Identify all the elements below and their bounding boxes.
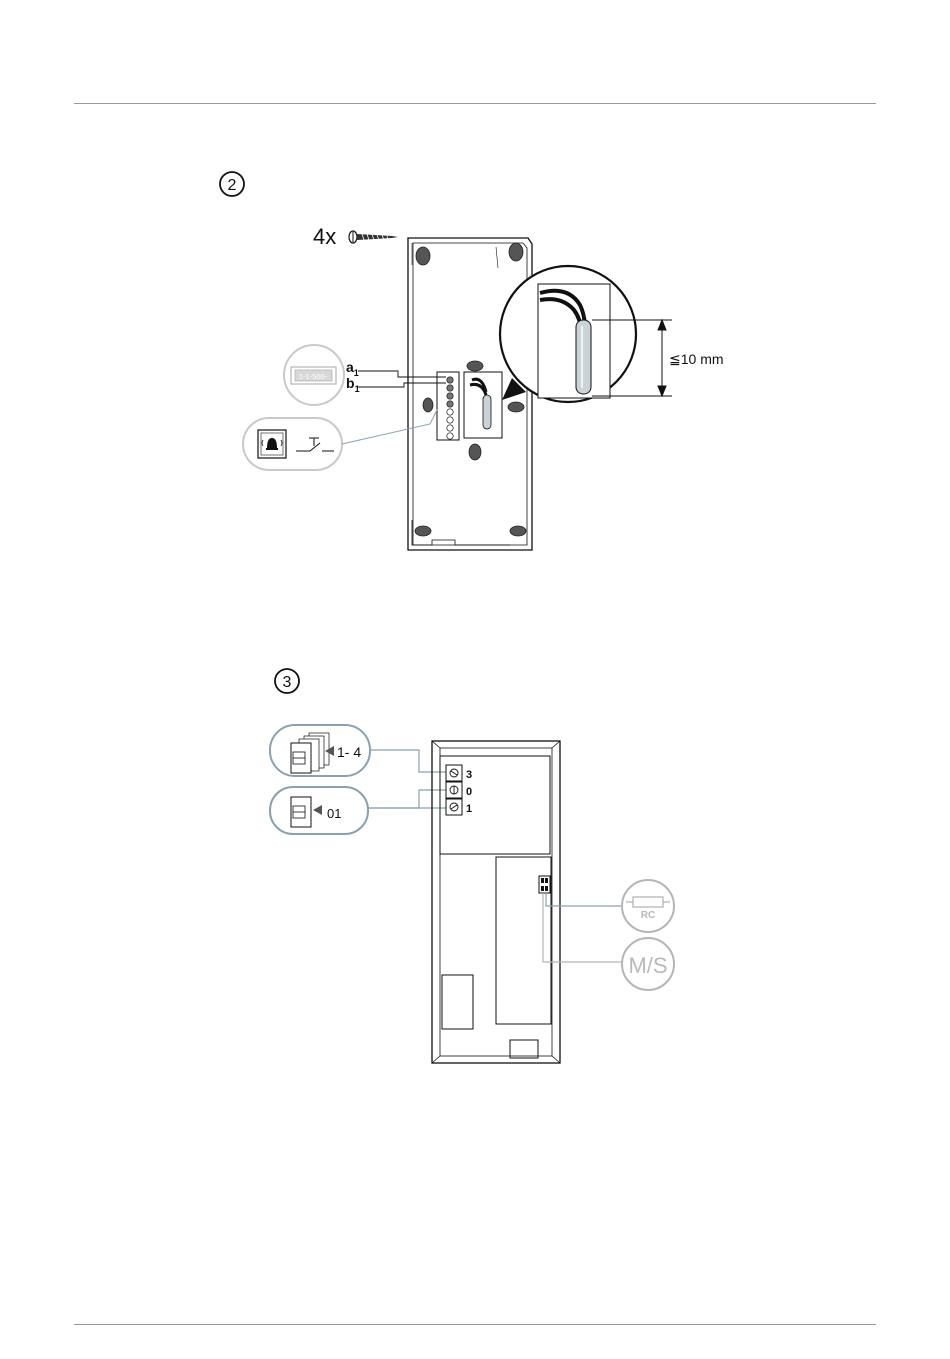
doorbell-callout	[243, 418, 342, 470]
step-2-number-badge: 2	[220, 172, 244, 196]
svg-text:3: 3	[283, 674, 292, 691]
rotary-switch-3: 3	[446, 765, 472, 781]
svg-text:2: 2	[228, 177, 237, 194]
doorbell-leader-line	[342, 408, 438, 444]
wire-b1	[358, 383, 446, 387]
resistor-icon	[633, 897, 663, 907]
wire-strip-magnifier	[500, 266, 636, 402]
screw-count-label: 4x	[313, 224, 336, 249]
ms-label: M/S	[628, 953, 667, 978]
rc-leader-line	[546, 893, 622, 906]
rotary-switch-0: 0	[446, 782, 472, 798]
range-leader-line	[370, 750, 446, 772]
cable-entry	[464, 372, 502, 438]
selector-range-label: 1- 4	[337, 744, 361, 760]
ms-leader-line	[543, 893, 622, 962]
svg-text:1: 1	[466, 803, 472, 815]
selector-range-callout: 1- 4	[270, 725, 370, 776]
strip-length-label: ≦10 mm	[669, 351, 724, 367]
bus-device-text: 1-1-500-	[299, 372, 328, 381]
master-slave-callout: M/S	[622, 938, 674, 990]
step-3-number-badge: 3	[275, 669, 299, 693]
terminal-block	[437, 372, 459, 440]
screw-icon	[349, 231, 398, 243]
svg-text:3: 3	[466, 769, 472, 781]
wire-a1	[358, 371, 446, 377]
bus-device-callout: 1-1-500-	[284, 345, 344, 405]
rotary-switch-1: 1	[446, 799, 472, 815]
dip-switch	[539, 876, 550, 893]
rc-termination-callout: RC	[622, 880, 674, 932]
selector-value-callout: 01	[270, 787, 368, 834]
rc-label: RC	[641, 910, 655, 921]
value-leader-line-upper	[368, 790, 446, 808]
selector-value-label: 01	[327, 806, 341, 821]
svg-text:0: 0	[466, 786, 472, 798]
